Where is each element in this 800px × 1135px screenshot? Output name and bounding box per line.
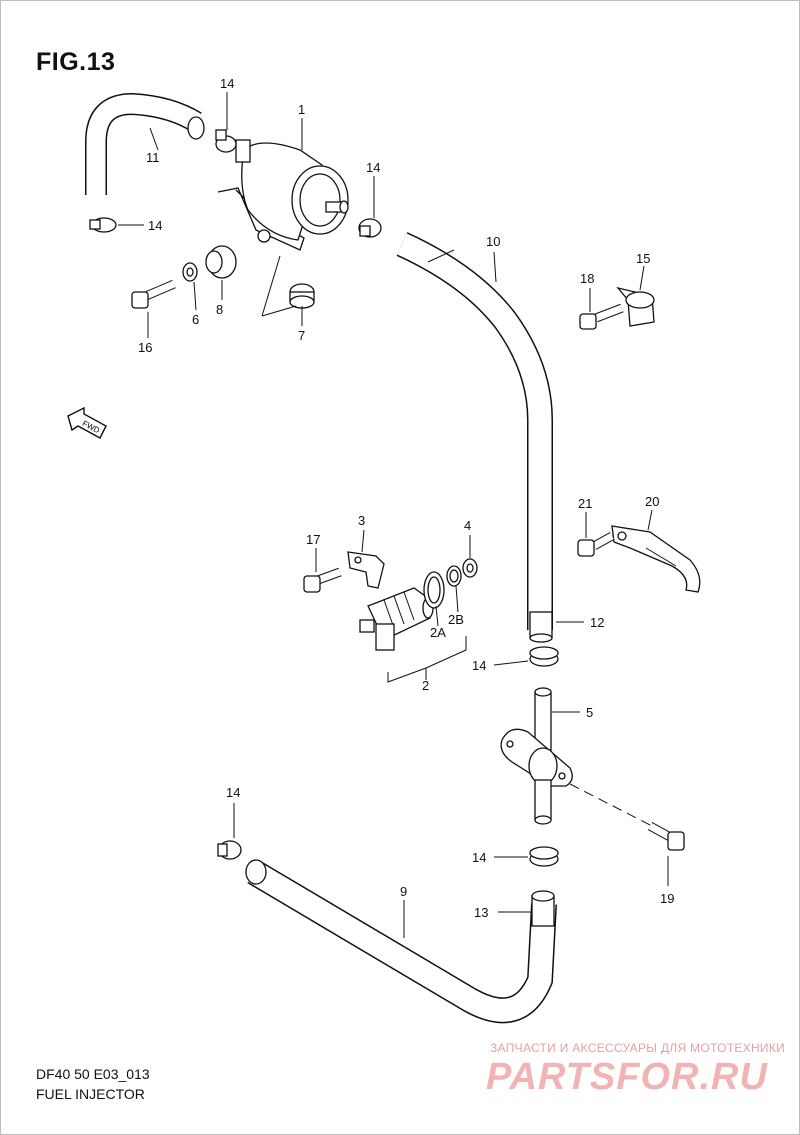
clamp-14-e[interactable] <box>217 803 242 860</box>
callout-19: 19 <box>660 891 674 906</box>
clamp-14-c[interactable] <box>358 176 382 238</box>
part-4-seal[interactable] <box>462 535 478 578</box>
figure-name: FUEL INJECTOR <box>36 1086 145 1102</box>
part-1-filter[interactable] <box>217 118 349 251</box>
part-10-hose[interactable] <box>396 232 553 630</box>
callout-11: 11 <box>146 150 160 165</box>
clamp-14-b[interactable] <box>89 217 144 233</box>
part-2b-o-ring[interactable] <box>446 565 462 613</box>
part-13-fitting[interactable] <box>498 890 555 927</box>
callout-14: 14 <box>220 76 234 91</box>
callout-18: 18 <box>580 271 594 286</box>
callout-13: 13 <box>474 905 488 920</box>
callout-5: 5 <box>586 705 593 720</box>
part-15-holder[interactable] <box>616 265 655 327</box>
part-3-bracket[interactable] <box>347 529 385 589</box>
part-7-collar[interactable] <box>289 283 315 326</box>
callout-7: 7 <box>298 328 305 343</box>
leader-6-7-8 <box>261 255 297 317</box>
clamp-14-d[interactable] <box>493 646 559 667</box>
part-8-grommet[interactable] <box>205 245 237 300</box>
callout-17: 17 <box>306 532 320 547</box>
callout-2b: 2B <box>448 612 464 627</box>
callout-9: 9 <box>400 884 407 899</box>
part-18-bolt[interactable] <box>579 288 624 330</box>
part-2a-o-ring[interactable] <box>423 571 445 627</box>
part-11-hose[interactable] <box>85 92 205 195</box>
callout-2a: 2A <box>430 625 446 640</box>
callout-14: 14 <box>148 218 162 233</box>
clamp-14-f[interactable] <box>494 846 559 867</box>
clamp-14-a[interactable] <box>215 92 237 153</box>
callout-20: 20 <box>645 494 659 509</box>
part-6-washer[interactable] <box>182 262 198 311</box>
callout-10: 10 <box>486 234 500 249</box>
part-16-bolt[interactable] <box>131 279 176 338</box>
callout-12: 12 <box>590 615 604 630</box>
callout-2: 2 <box>422 678 429 693</box>
part-2-injector[interactable] <box>359 587 467 683</box>
callout-14: 14 <box>472 850 486 865</box>
callout-14: 14 <box>472 658 486 673</box>
callout-15: 15 <box>636 251 650 266</box>
part-20-bracket[interactable] <box>611 509 701 593</box>
part-17-bolt[interactable] <box>303 548 342 593</box>
part-9-hose[interactable] <box>245 859 557 1024</box>
callout-6: 6 <box>192 312 199 327</box>
callout-1: 1 <box>298 102 305 117</box>
part-12-fitting[interactable] <box>529 611 584 643</box>
callout-8: 8 <box>216 302 223 317</box>
part-5-union[interactable] <box>500 687 653 827</box>
callout-4: 4 <box>464 518 471 533</box>
callout-14: 14 <box>226 785 240 800</box>
figure-title: FIG.13 <box>36 48 116 76</box>
callout-14: 14 <box>366 160 380 175</box>
fwd-arrow-icon: FWD <box>67 406 107 439</box>
figure-code: DF40 50 E03_013 <box>36 1066 150 1082</box>
callout-3: 3 <box>358 513 365 528</box>
callout-16: 16 <box>138 340 152 355</box>
part-21-bolt[interactable] <box>577 512 615 557</box>
watermark-brand: PARTSFOR.RU <box>486 1056 768 1098</box>
callout-21: 21 <box>578 496 592 511</box>
watermark-tagline: ЗАПЧАСТИ И АКСЕССУАРЫ ДЛЯ МОТОТЕХНИКИ <box>490 1041 786 1055</box>
part-19-screw[interactable] <box>647 822 685 886</box>
